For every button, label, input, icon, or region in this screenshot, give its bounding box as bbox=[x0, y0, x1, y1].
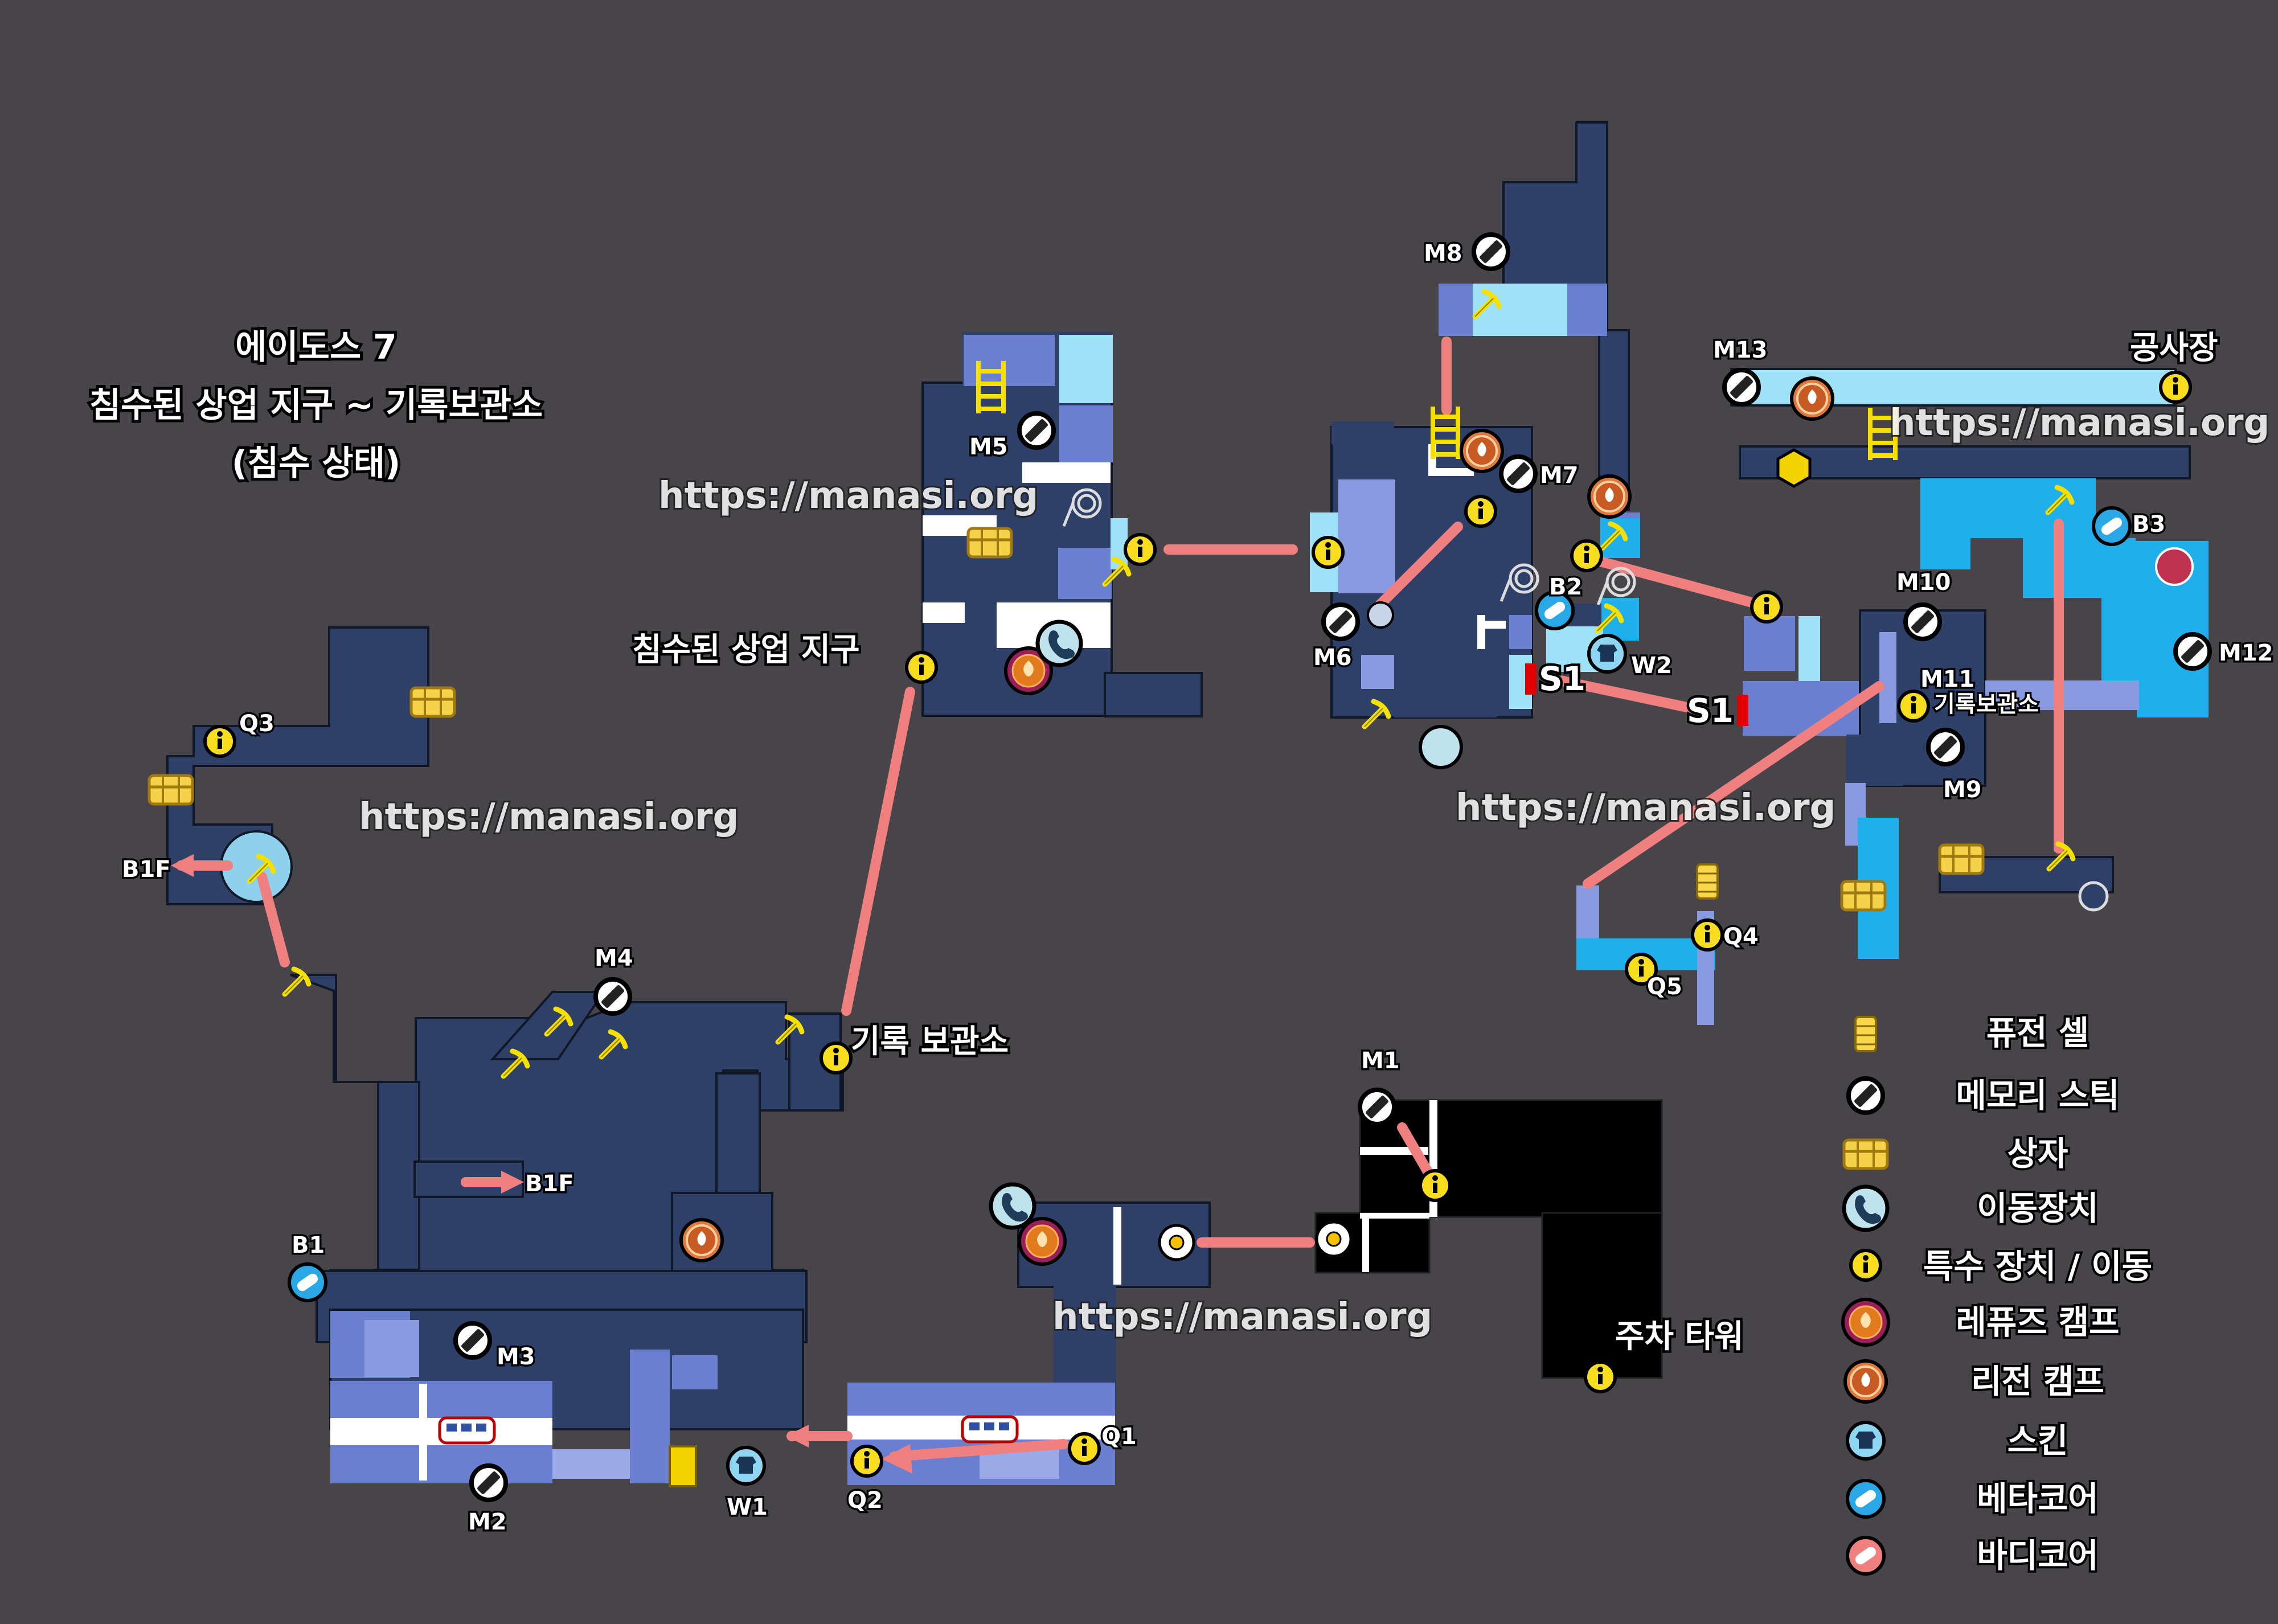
body-core-icon bbox=[1847, 1537, 1884, 1574]
switch-bar-right bbox=[1737, 695, 1748, 726]
rooms-archive bbox=[1576, 368, 2209, 1025]
svg-text:B3: B3 bbox=[2132, 511, 2165, 538]
svg-text:M10: M10 bbox=[1896, 569, 1951, 596]
legend-item-beta-core: 베타코어 bbox=[1847, 1477, 2101, 1520]
svg-text:S1: S1 bbox=[1539, 659, 1585, 698]
area-labels: 침수된 상업 지구 기록 보관소 기록보관소 주차 타워 공사장 bbox=[630, 327, 2221, 1358]
watermarks: https://manasi.org https://manasi.org ht… bbox=[357, 400, 2271, 1340]
svg-text:M12: M12 bbox=[2219, 640, 2273, 666]
svg-text:Q1: Q1 bbox=[1101, 1424, 1137, 1450]
svg-text:M2: M2 bbox=[468, 1509, 507, 1535]
svg-text:M7: M7 bbox=[1540, 462, 1579, 489]
svg-text:Q5: Q5 bbox=[1647, 974, 1682, 1000]
svg-text:M13: M13 bbox=[1713, 337, 1767, 363]
memory-stick-icon bbox=[1849, 1078, 1883, 1113]
door-icon bbox=[669, 1445, 697, 1487]
svg-text:M5: M5 bbox=[969, 434, 1008, 460]
lighthouse-icon bbox=[1419, 725, 1463, 769]
fusion-cell-icon bbox=[1854, 1016, 1877, 1052]
map-title-line1: 에이도스 7 bbox=[235, 327, 396, 367]
svg-text:B1: B1 bbox=[292, 1232, 325, 1258]
path-lines bbox=[176, 337, 2064, 1462]
rooms-left bbox=[166, 626, 844, 1430]
chest-icon bbox=[1844, 1140, 1887, 1168]
svg-text:https://manasi.org: https://manasi.org bbox=[359, 796, 739, 838]
svg-text:Q2: Q2 bbox=[847, 1487, 883, 1514]
svg-text:B1F: B1F bbox=[122, 856, 171, 883]
info-icon bbox=[1851, 1250, 1880, 1280]
legend-item-body-core: 바디코어 bbox=[1847, 1534, 2101, 1577]
svg-text:B1F: B1F bbox=[525, 1171, 574, 1197]
legend-item-fusion-cell: 퓨전 셀 bbox=[1854, 1011, 2091, 1055]
arrow-heads bbox=[171, 854, 912, 1474]
fish-icon bbox=[1367, 601, 1394, 629]
map-legend: 퓨전 셀 메모리 스틱 상자 이동장치 특수 장치 / 이동 레퓨즈 캠프 리전… bbox=[1843, 1011, 2154, 1577]
svg-text:M9: M9 bbox=[1943, 777, 1982, 803]
area-label-archive-upper: 기록보관소 bbox=[1934, 691, 2039, 717]
switch-bar-left bbox=[1525, 663, 1537, 695]
refuge-camp-icon bbox=[1843, 1299, 1888, 1345]
beta-core-icon bbox=[1847, 1481, 1884, 1517]
legend-item-chest: 상자 bbox=[1844, 1132, 2070, 1175]
phone-icon bbox=[1844, 1187, 1887, 1230]
skull-icon bbox=[2155, 547, 2194, 586]
area-label-commercial: 침수된 상업 지구 bbox=[632, 631, 860, 669]
svg-text:상자: 상자 bbox=[2007, 1134, 2068, 1173]
svg-text:바디코어: 바디코어 bbox=[1977, 1536, 2098, 1575]
svg-text:https://manasi.org: https://manasi.org bbox=[1456, 787, 1835, 829]
svg-text:https://manasi.org: https://manasi.org bbox=[658, 475, 1038, 517]
svg-text:이동장치: 이동장치 bbox=[1977, 1189, 2098, 1228]
legion-camp-icon bbox=[1845, 1361, 1886, 1402]
svg-text:특수 장치 / 이동: 특수 장치 / 이동 bbox=[1923, 1247, 2152, 1286]
svg-text:S1: S1 bbox=[1687, 691, 1734, 730]
legend-item-refuge-camp: 레퓨즈 캠프 bbox=[1843, 1299, 2122, 1345]
legend-item-legion-camp: 리전 캠프 bbox=[1845, 1361, 2107, 1402]
map-title-line3: (침수 상태) bbox=[232, 444, 401, 483]
svg-text:M3: M3 bbox=[497, 1344, 535, 1370]
legend-item-info: 특수 장치 / 이동 bbox=[1851, 1245, 2154, 1288]
legend-item-memory-stick: 메모리 스틱 bbox=[1849, 1074, 2122, 1117]
svg-text:W2: W2 bbox=[1631, 653, 1672, 679]
area-label-archive-lower: 기록 보관소 bbox=[851, 1023, 1009, 1060]
map-title-line2: 침수된 상업 지구 ~ 기록보관소 bbox=[89, 386, 543, 425]
svg-text:스킨: 스킨 bbox=[2007, 1421, 2068, 1460]
rooms-upper-complex bbox=[1310, 121, 1640, 719]
area-label-parking: 주차 타워 bbox=[1615, 1318, 1744, 1355]
svg-text:M1: M1 bbox=[1361, 1048, 1400, 1074]
area-label-construction: 공사장 bbox=[2130, 330, 2218, 367]
svg-text:레퓨즈 캠프: 레퓨즈 캠프 bbox=[1956, 1303, 2120, 1342]
hex-chest-icon bbox=[1776, 448, 1812, 488]
svg-text:M6: M6 bbox=[1313, 645, 1352, 671]
svg-text:W1: W1 bbox=[727, 1494, 768, 1520]
fusion-cell-marker bbox=[1696, 863, 1719, 900]
legend-item-phone: 이동장치 bbox=[1844, 1187, 2101, 1230]
svg-text:메모리 스틱: 메모리 스틱 bbox=[1956, 1076, 2120, 1115]
svg-text:https://manasi.org: https://manasi.org bbox=[1890, 402, 2269, 444]
svg-text:리전 캠프: 리전 캠프 bbox=[1971, 1362, 2104, 1401]
svg-text:M4: M4 bbox=[595, 945, 633, 971]
svg-text:M8: M8 bbox=[1424, 240, 1462, 266]
svg-text:Q4: Q4 bbox=[1723, 924, 1759, 950]
rooms-commercial bbox=[921, 332, 1203, 717]
svg-text:퓨전 셀: 퓨전 셀 bbox=[1986, 1014, 2089, 1052]
legend-item-skin: 스킨 bbox=[1847, 1419, 2070, 1462]
svg-text:베타코어: 베타코어 bbox=[1977, 1479, 2098, 1518]
skin-icon bbox=[1847, 1422, 1884, 1459]
svg-text:B2: B2 bbox=[1549, 574, 1582, 600]
portal-icon bbox=[2078, 881, 2109, 912]
marker-labels: M1 M2 M3 M4 M5 M6 M7 M8 M9 M10 M11 M12 M… bbox=[120, 239, 2275, 1537]
svg-text:M11: M11 bbox=[1920, 666, 1974, 692]
svg-text:https://manasi.org: https://manasi.org bbox=[1052, 1296, 1432, 1338]
svg-text:Q3: Q3 bbox=[239, 711, 274, 737]
